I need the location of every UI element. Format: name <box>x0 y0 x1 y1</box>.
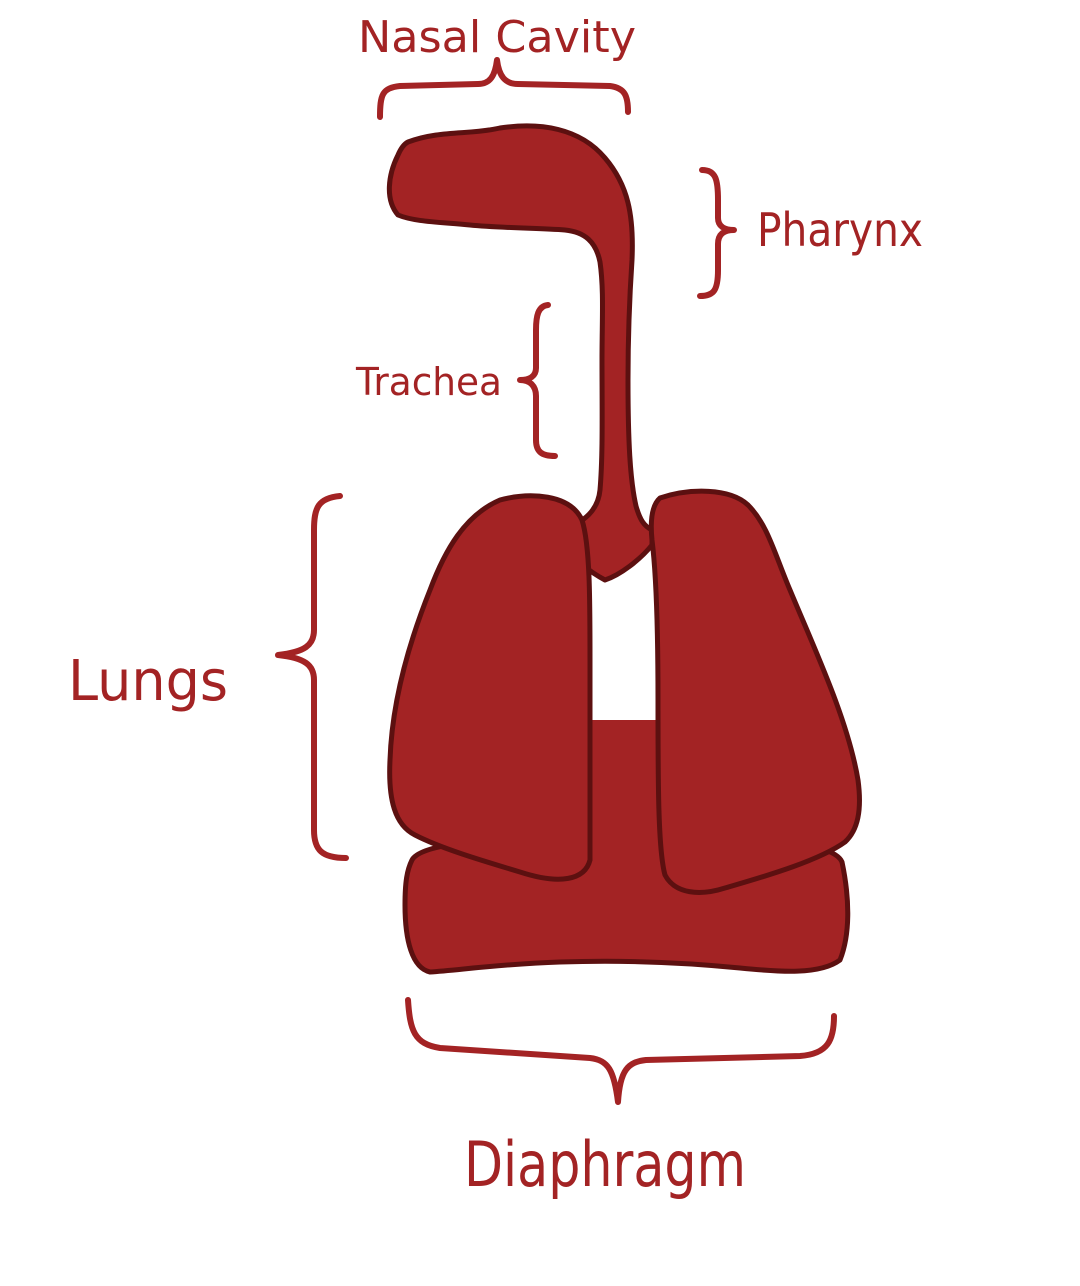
diaphragm-bracket <box>405 997 837 1105</box>
lungs-label: Lungs <box>68 649 228 714</box>
nasal-cavity-bracket <box>377 57 631 120</box>
trachea-bracket <box>517 302 558 459</box>
lungs-bracket <box>275 493 349 861</box>
trachea-label: Trachea <box>355 360 502 404</box>
right-lung-shape <box>648 488 862 895</box>
diaphragm-label: Diaphragm <box>464 1128 746 1201</box>
nasal-cavity-label: Nasal Cavity <box>358 12 636 63</box>
pharynx-label: Pharynx <box>757 203 923 257</box>
left-lung-shape <box>387 493 593 882</box>
pharynx-bracket <box>697 167 737 299</box>
